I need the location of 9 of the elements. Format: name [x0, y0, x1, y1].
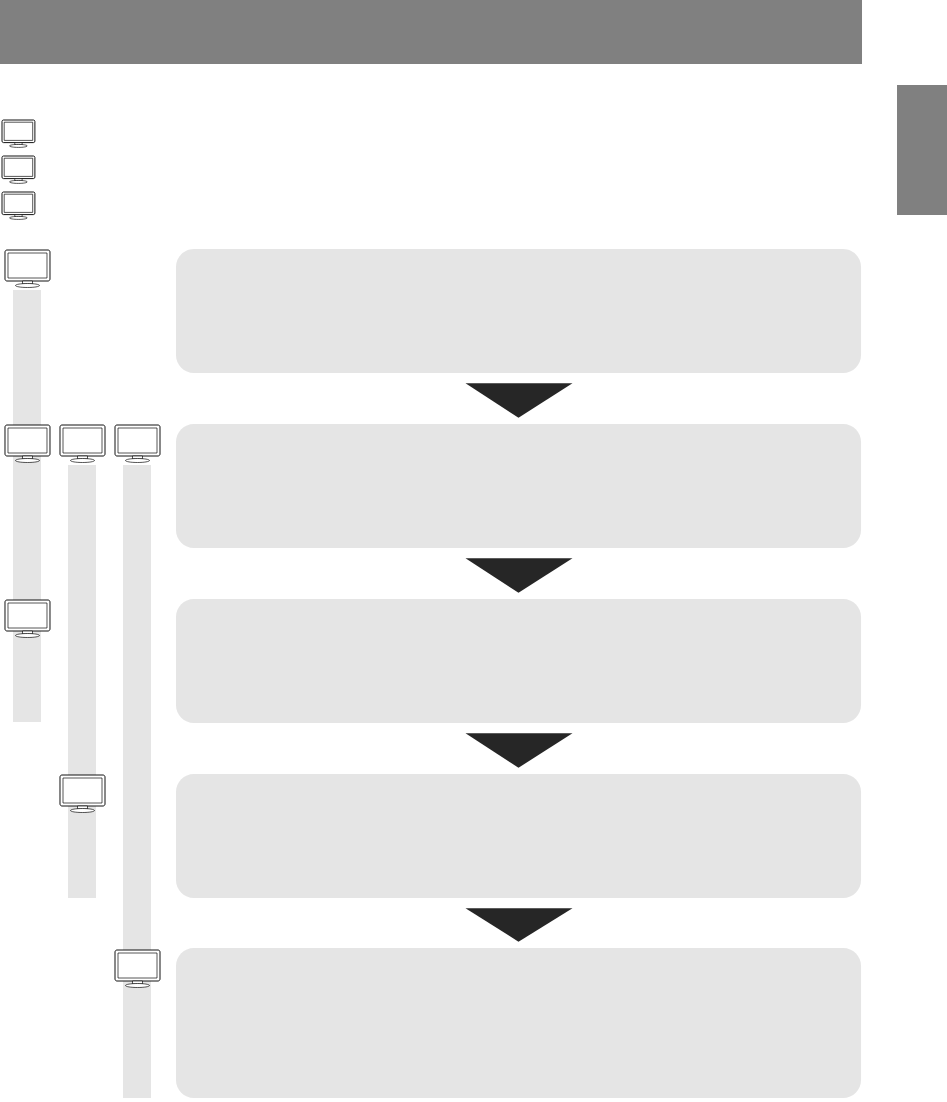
step-box: [175, 599, 862, 723]
step-box: [175, 774, 862, 898]
arrow: [465, 383, 573, 418]
step-box: [175, 424, 862, 548]
arrow: [465, 558, 573, 593]
step-box: [175, 948, 862, 1098]
step-box: [175, 249, 862, 373]
arrow: [465, 733, 573, 768]
arrow: [465, 908, 573, 942]
